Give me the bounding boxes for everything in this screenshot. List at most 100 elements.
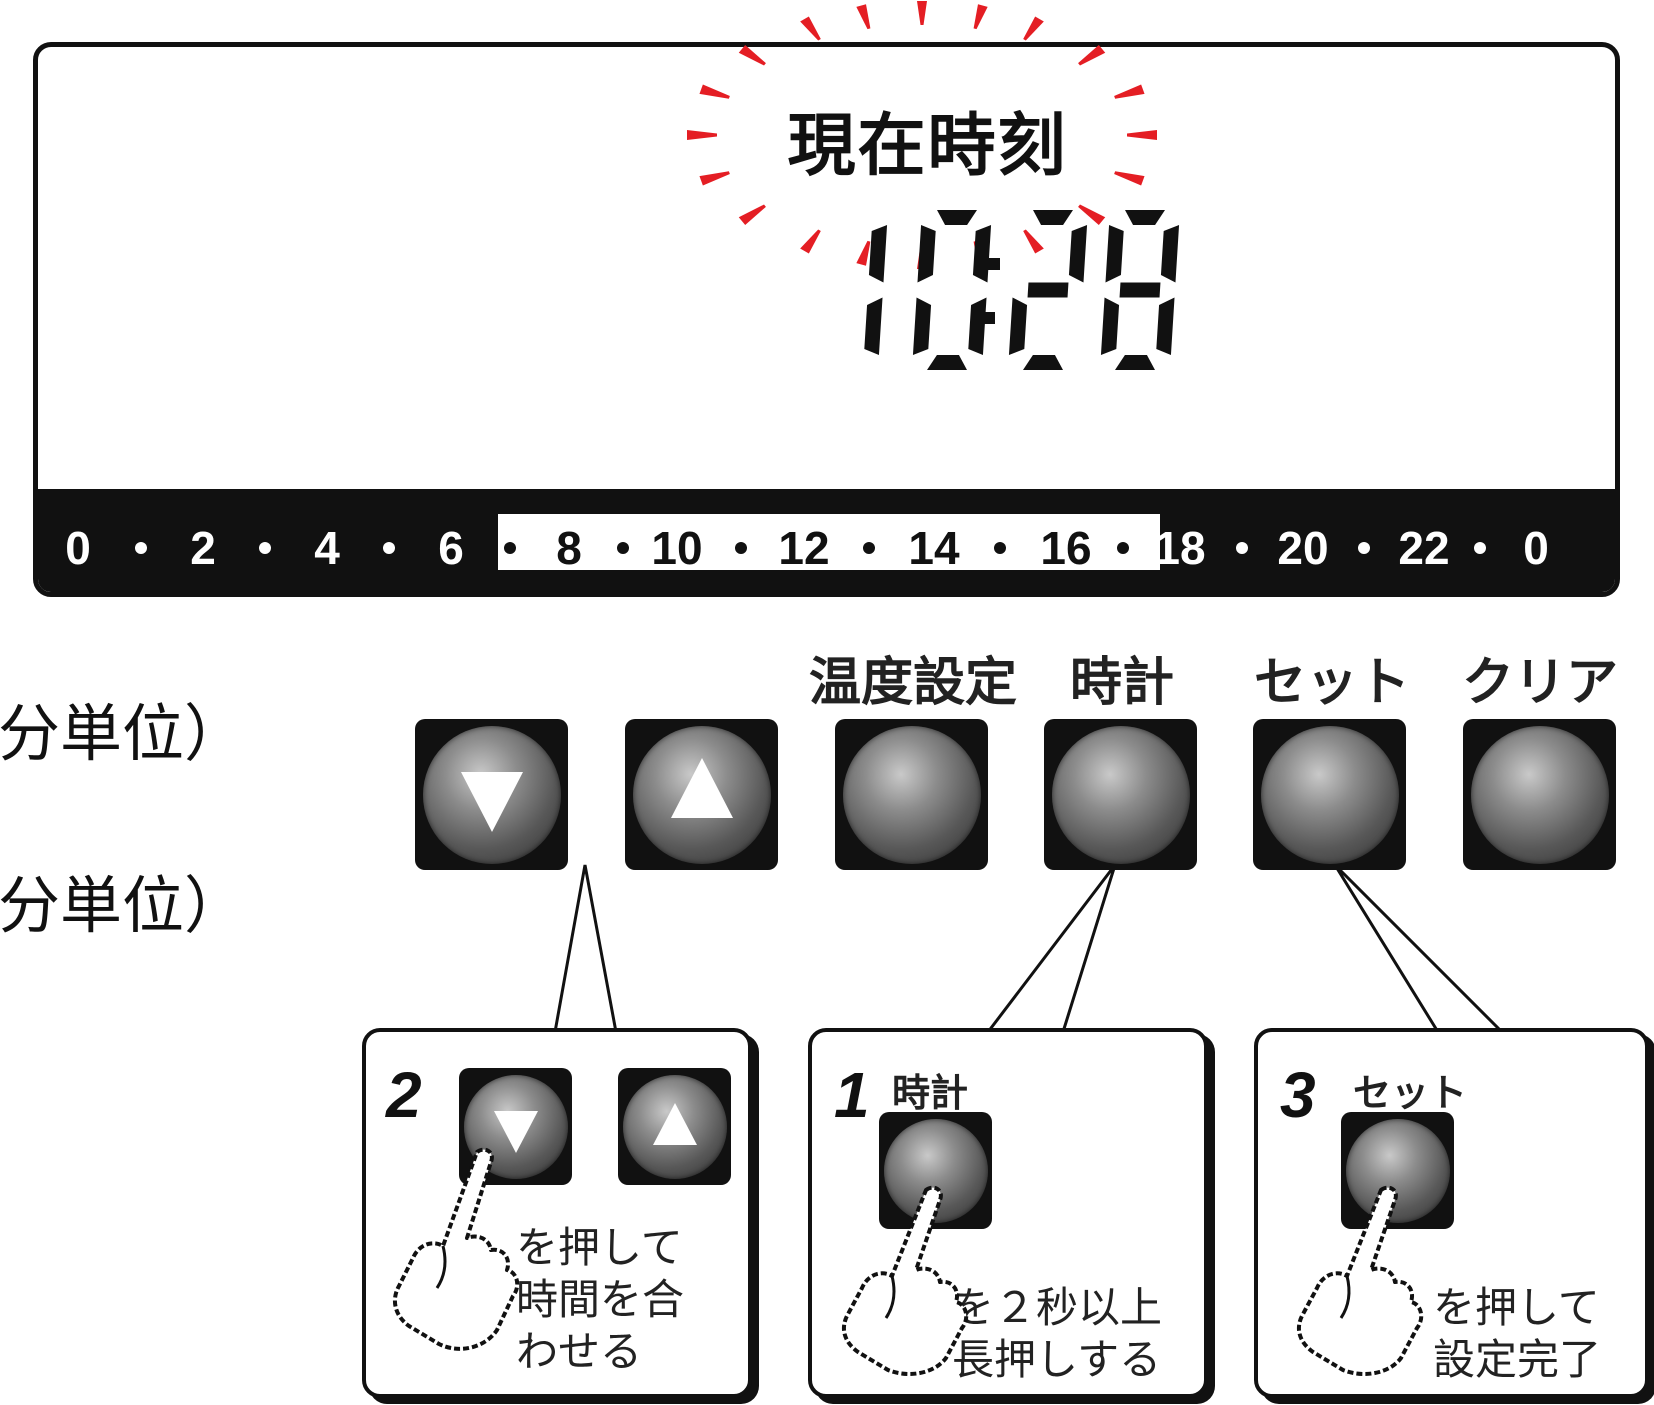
blink-ray — [800, 229, 821, 254]
down-button[interactable] — [415, 719, 568, 870]
active-hours-highlight — [498, 514, 1160, 570]
time-segment — [1115, 355, 1155, 370]
clock-knob — [1051, 725, 1190, 864]
time-segment — [1105, 225, 1124, 283]
blink-ray — [1023, 16, 1044, 41]
hour-label: 22 — [1398, 522, 1450, 574]
seven-segment-time — [864, 210, 1180, 370]
up-button[interactable] — [625, 719, 778, 870]
time-segment — [864, 297, 883, 355]
hour-dot — [1235, 542, 1248, 554]
blink-ray — [687, 130, 717, 140]
temp-setting-knob — [842, 725, 981, 864]
blink-ray — [1078, 45, 1106, 66]
blink-ray — [856, 240, 871, 266]
hour-label: 6 — [438, 522, 464, 574]
set-label: セット — [1253, 653, 1411, 713]
step-up-knob — [622, 1074, 727, 1179]
blink-ray — [699, 171, 730, 186]
temp-setting-label: 温度設定 — [808, 653, 1018, 713]
blink-rays — [687, 1, 1157, 269]
time-segment — [1027, 282, 1069, 298]
hour-dot — [134, 542, 147, 554]
set-knob — [1260, 725, 1399, 864]
step-number: 3 — [1280, 1059, 1316, 1131]
time-colon-dot — [983, 312, 995, 324]
hour-label: 18 — [1154, 522, 1206, 574]
hour-bar — [38, 489, 1615, 592]
blink-ray — [973, 4, 988, 30]
blink-ray — [738, 204, 766, 225]
hour-label: 16 — [1040, 522, 1092, 574]
step-number: 2 — [386, 1059, 422, 1131]
step-set-button[interactable] — [1341, 1112, 1454, 1229]
time-segment — [1160, 225, 1180, 283]
time-segment — [1119, 282, 1161, 298]
side-note-1: 分単位） — [0, 697, 247, 770]
blink-ray — [1114, 84, 1145, 99]
down-button-knob — [422, 725, 561, 864]
hour-label: 10 — [651, 522, 703, 574]
hour-dot — [734, 542, 747, 554]
hour-dot — [504, 542, 516, 554]
time-segment — [1100, 297, 1120, 355]
hour-label: 0 — [65, 522, 91, 574]
step-1-callout: 1 時計 を２秒以上 長押しする — [808, 1028, 1208, 1398]
time-segment — [1156, 297, 1175, 355]
up-triangle-icon — [652, 1102, 697, 1145]
hour-dot — [1117, 542, 1129, 554]
blink-ray — [699, 84, 730, 99]
time-segment — [1125, 210, 1165, 225]
step-button-label: セット — [1353, 1071, 1468, 1115]
hour-dot — [617, 542, 629, 554]
time-segment — [1008, 297, 1028, 355]
time-segment — [1068, 225, 1088, 283]
blink-ray — [856, 4, 871, 30]
step-set-knob — [1345, 1118, 1450, 1223]
hour-label: 8 — [556, 522, 582, 574]
up-triangle-icon — [670, 757, 733, 818]
hour-label: 0 — [1523, 522, 1549, 574]
current-time-label: 現在時刻 — [787, 107, 1068, 186]
blink-ray — [1023, 229, 1044, 254]
time-segment — [968, 297, 987, 355]
up-button-knob — [632, 725, 771, 864]
blink-ray — [738, 45, 766, 66]
time-segment — [1023, 355, 1063, 370]
step-down-button[interactable] — [459, 1068, 572, 1185]
pointing-hand-icon — [392, 1147, 520, 1351]
step-instruction: を押して 時間を合 わせる — [516, 1223, 685, 1376]
blink-ray — [1078, 204, 1106, 225]
hour-label: 12 — [778, 522, 830, 574]
time-segment — [937, 210, 977, 225]
time-segment — [1033, 210, 1073, 225]
time-segment — [972, 225, 992, 283]
hour-label: 20 — [1277, 522, 1329, 574]
time-segment — [868, 225, 888, 283]
lcd-display — [33, 42, 1620, 597]
hour-label: 2 — [190, 522, 216, 574]
hour-dot — [383, 542, 395, 554]
hour-dot — [994, 542, 1006, 554]
blink-ray — [917, 1, 927, 25]
clock-button[interactable] — [1044, 719, 1197, 870]
hour-label: 4 — [314, 522, 340, 574]
side-note-2: 分単位） — [0, 869, 247, 942]
hour-dot — [259, 542, 271, 554]
clear-knob — [1470, 725, 1609, 864]
clear-label: クリア — [1461, 653, 1619, 713]
step-button-label: 時計 — [892, 1071, 969, 1115]
time-colon-dot — [988, 258, 1000, 270]
blink-ray — [1114, 171, 1145, 186]
clear-button[interactable] — [1463, 719, 1616, 870]
time-segment — [917, 225, 936, 283]
set-button[interactable] — [1253, 719, 1406, 870]
step-instruction: を押して 設定完了 — [1433, 1283, 1602, 1384]
hour-dot — [863, 542, 875, 554]
blink-ray — [1127, 130, 1157, 140]
hour-dot — [1357, 542, 1370, 554]
temp-setting-button[interactable] — [835, 719, 988, 870]
pointing-hand-icon — [1296, 1185, 1424, 1376]
step-up-button[interactable] — [618, 1068, 731, 1185]
hour-label: 14 — [908, 522, 960, 574]
